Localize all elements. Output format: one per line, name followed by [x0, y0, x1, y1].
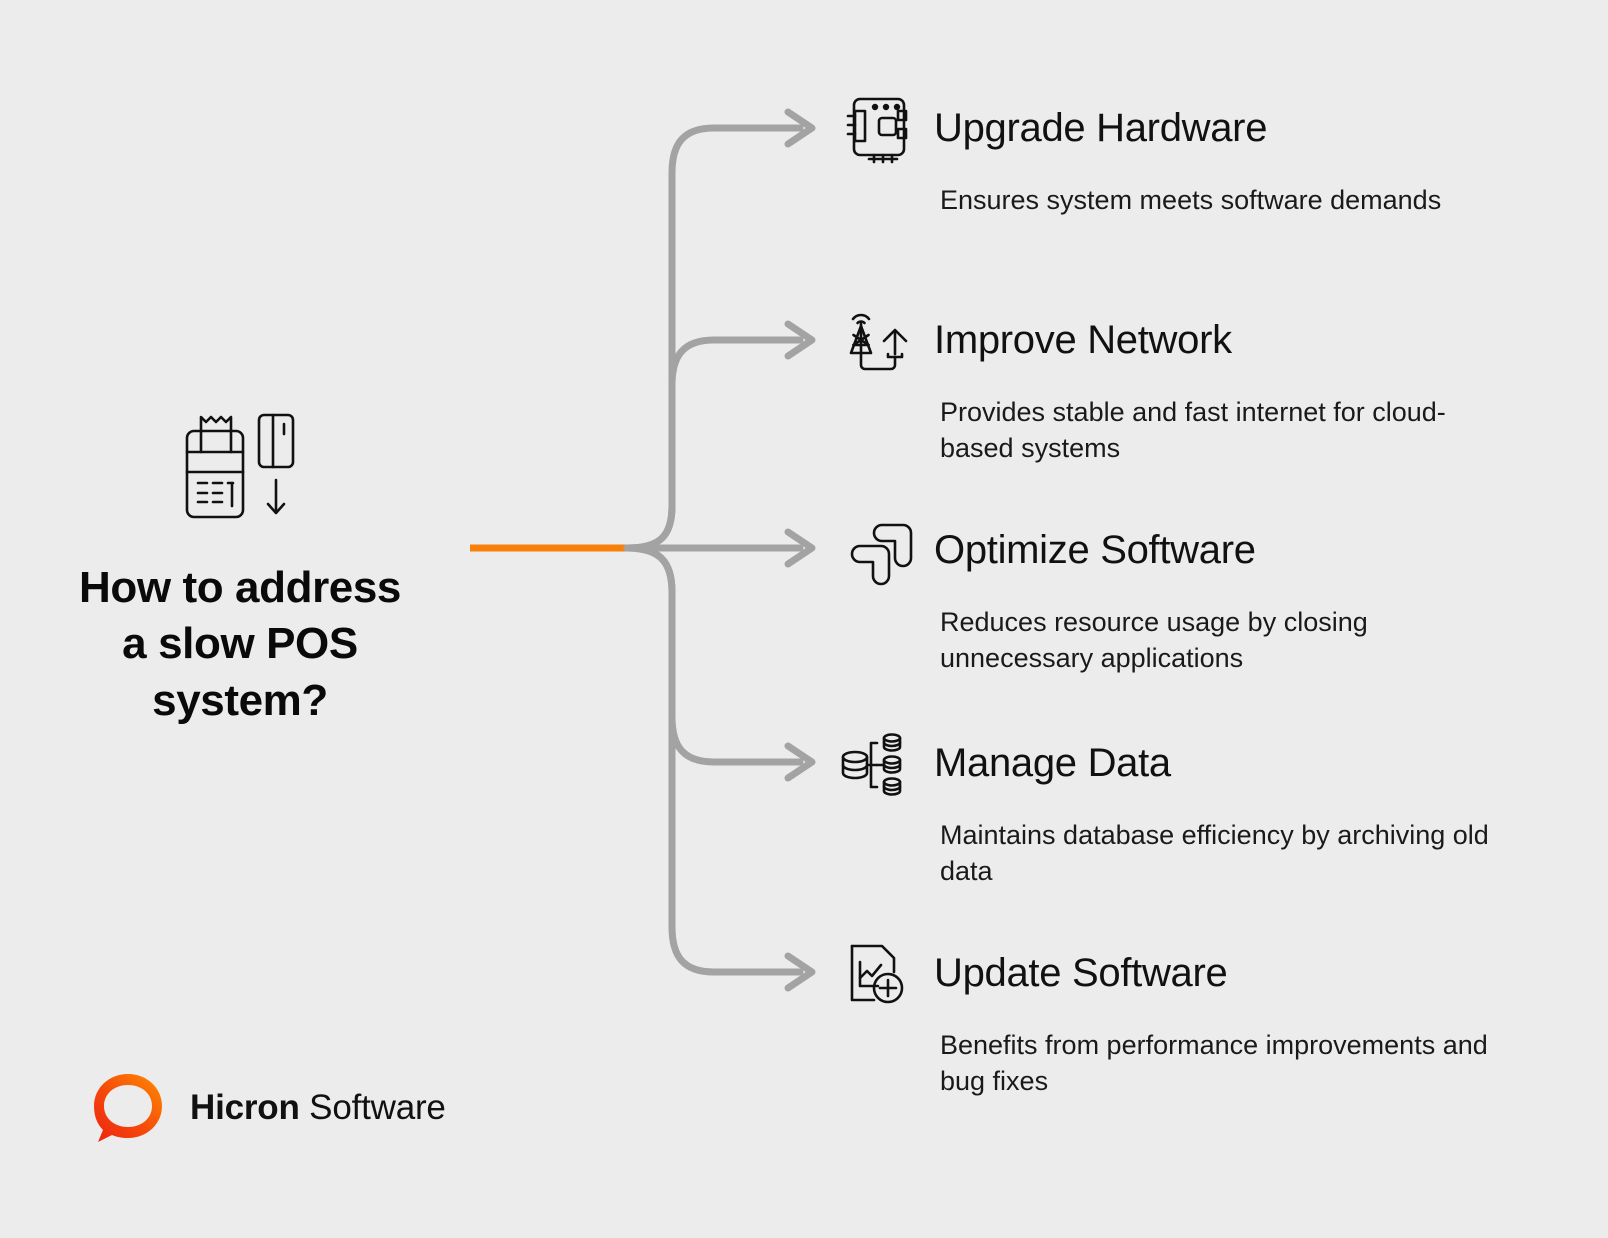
branch-header: Optimize Software [838, 507, 1578, 593]
branch-header: Manage Data [838, 720, 1578, 806]
branch-title: Upgrade Hardware [934, 106, 1268, 150]
connector-to-branch-1 [623, 124, 804, 552]
brand-logo: Hicron Software [88, 1068, 446, 1148]
branch-header: Update Software [838, 930, 1578, 1016]
root-title-line-3: system? [152, 675, 328, 725]
hicron-speech-bubble-ring-icon [94, 1074, 162, 1142]
pos-terminal-card-icon [185, 413, 295, 519]
logo-name-bold: Hicron [190, 1088, 300, 1127]
logo-name-regular: Software [299, 1088, 446, 1127]
branch-description: Ensures system meets software demands [940, 185, 1442, 215]
branch-title: Improve Network [934, 318, 1232, 362]
arrowhead-branch-4 [784, 742, 816, 782]
arrowhead-branch-1 [784, 108, 816, 148]
branch-item-optimize-software[interactable]: Optimize Software Reduces resource usage… [838, 507, 1578, 676]
connector-to-branch-5 [623, 544, 804, 976]
branch-item-manage-data[interactable]: Manage Data Maintains database efficienc… [838, 720, 1578, 889]
root-node: How to address a slow POS system? [40, 390, 440, 729]
branch-header: Upgrade Hardware [838, 85, 1578, 171]
branch-description: Provides stable and fast internet for cl… [940, 397, 1446, 463]
root-title-line-2: a slow POS [122, 619, 358, 669]
branch-header: Improve Network [838, 297, 1578, 383]
page-title: How to address a slow POS system? [40, 560, 440, 729]
branch-description: Benefits from performance improvements a… [940, 1030, 1488, 1096]
branch-description: Maintains database efficiency by archivi… [940, 820, 1489, 886]
database-branch-icon [841, 733, 902, 796]
branch-title: Optimize Software [934, 528, 1256, 572]
branch-item-update-software[interactable]: Update Software Benefits from performanc… [838, 930, 1578, 1099]
puzzle-blocks-icon [850, 523, 913, 586]
branch-description: Reduces resource usage by closing unnece… [940, 607, 1368, 673]
network-tower-icon [849, 313, 908, 371]
connector-to-branch-2 [623, 336, 804, 552]
branch-title: Manage Data [934, 741, 1171, 785]
branch-title: Update Software [934, 951, 1228, 995]
branch-item-upgrade-hardware[interactable]: Upgrade Hardware Ensures system meets so… [838, 85, 1578, 219]
arrowhead-branch-2 [784, 320, 816, 360]
chip-icon [846, 97, 908, 164]
logo-wordmark: Hicron Software [190, 1088, 446, 1128]
connector-to-branch-4 [623, 544, 804, 766]
arrowhead-branch-3 [784, 528, 816, 568]
arrowhead-branch-5 [784, 952, 816, 992]
document-chart-plus-icon [850, 944, 904, 1004]
root-title-line-1: How to address [78, 563, 401, 612]
branch-item-improve-network[interactable]: Improve Network Provides stable and fast… [838, 297, 1578, 466]
